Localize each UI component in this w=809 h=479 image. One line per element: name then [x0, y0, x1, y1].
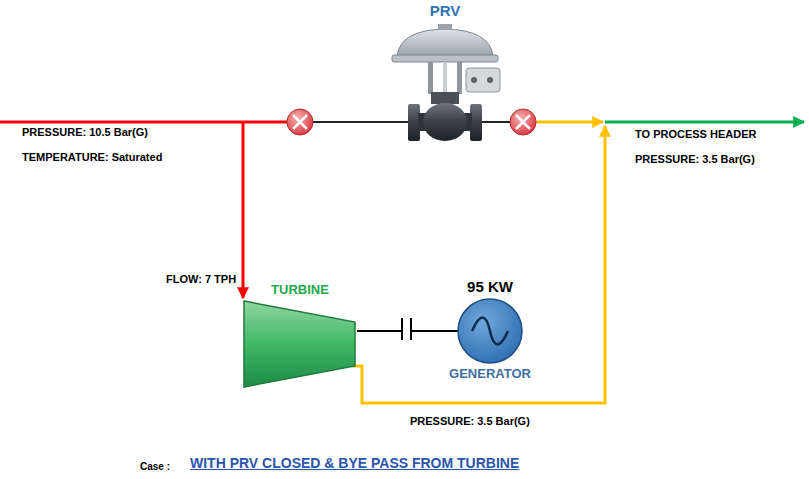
node-caption: GENERATOR: [449, 366, 531, 382]
process-note: FLOW: 7 TPH: [166, 273, 236, 286]
node-heading: 95 KW: [467, 278, 513, 296]
process-note: PRESSURE: 3.5 Bar(G): [635, 153, 755, 166]
prv-outlet-line: [536, 121, 603, 124]
turbine: TURBINE: [243, 282, 357, 388]
process-note: TO PROCESS HEADER: [635, 128, 756, 141]
process-note: PRESSURE: 3.5 Bar(G): [410, 415, 530, 428]
process-note: TEMPERATURE: Saturated: [22, 151, 162, 164]
node-heading: TURBINE: [271, 282, 329, 298]
isolation-valve: [287, 109, 313, 135]
case-label: Case :: [140, 461, 170, 473]
control-valve-picture: [392, 24, 500, 141]
isolation-valve: [510, 109, 536, 135]
generator-shape: [457, 296, 523, 366]
turbine-shape: [243, 300, 357, 388]
node-heading: PRV: [430, 2, 461, 20]
control-valve: PRV: [380, 2, 510, 152]
turbine-exhaust-line: [352, 126, 605, 403]
turbine-inlet-line: [242, 122, 245, 298]
case-caption: WITH PRV CLOSED & BYE PASS FROM TURBINE: [190, 455, 519, 472]
process-header-line: [605, 121, 804, 124]
process-note: PRESSURE: 10.5 Bar(G): [22, 126, 148, 139]
generator: 95 KW GENERATOR: [449, 278, 531, 382]
